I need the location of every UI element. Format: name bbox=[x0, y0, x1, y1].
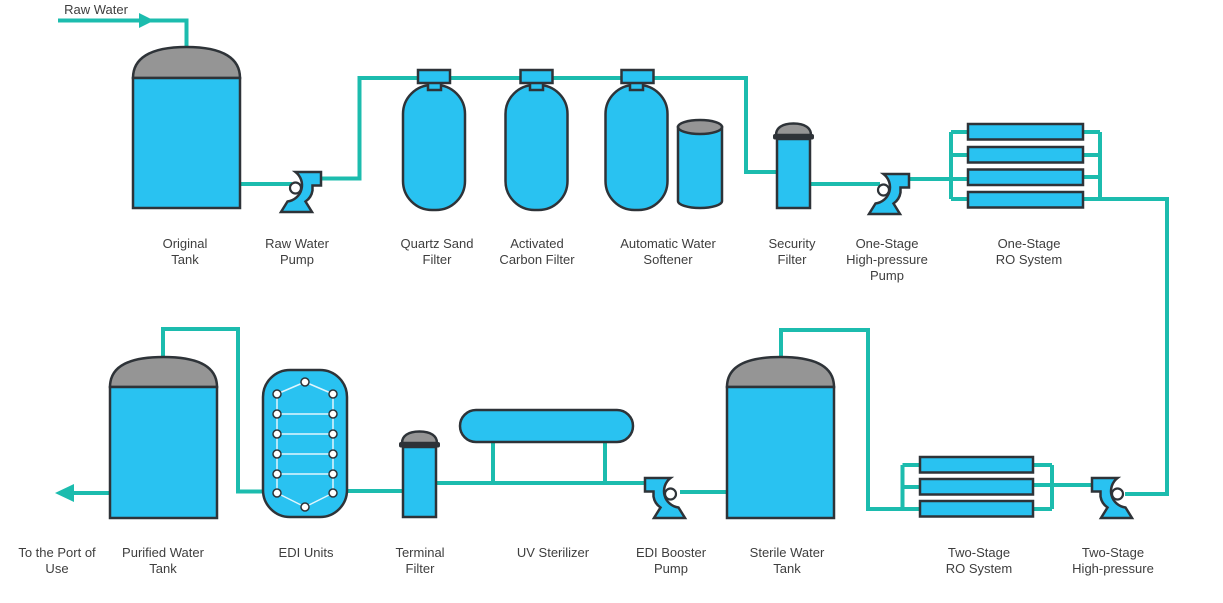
bottle-body bbox=[504, 83, 569, 212]
ro-membrane bbox=[966, 122, 1085, 141]
bottle-cap bbox=[620, 68, 655, 85]
label-edi-units: EDI Units bbox=[278, 545, 334, 560]
automatic-water-softener-icon bbox=[604, 68, 724, 212]
ro-membrane bbox=[918, 499, 1035, 518]
edi-node bbox=[328, 449, 338, 459]
edi-node bbox=[300, 377, 310, 387]
ro-membrane bbox=[966, 190, 1085, 209]
edi-booster-pump-icon bbox=[643, 476, 687, 520]
purified-water-tank-icon bbox=[108, 355, 219, 520]
tank-body bbox=[131, 76, 242, 210]
label-uv-sterilizer: UV Sterilizer bbox=[516, 545, 590, 560]
label-original-tank: Original Tank bbox=[162, 236, 208, 267]
pipe-ro1-outlet-down bbox=[1083, 197, 1169, 496]
edi-node bbox=[328, 409, 338, 419]
edi-cell-network bbox=[272, 377, 338, 512]
edi-node bbox=[272, 449, 282, 459]
label-security-filter: Security Filter bbox=[768, 236, 816, 267]
filter-cap bbox=[400, 430, 439, 445]
edi-node bbox=[272, 469, 282, 479]
two-stage-high-pressure-pump-icon bbox=[1090, 476, 1134, 520]
bottle-body bbox=[604, 83, 669, 212]
edi-node bbox=[328, 389, 338, 399]
uv-sterilizer-icon bbox=[458, 408, 635, 444]
one-stage-ro-system-icon bbox=[966, 122, 1085, 209]
edi-node bbox=[272, 429, 282, 439]
tank-dome bbox=[108, 355, 219, 389]
tank-dome bbox=[725, 355, 836, 389]
label-one-stage-high-pressure-pump: One-Stage High-pressure Pump bbox=[846, 236, 928, 283]
edi-node bbox=[272, 409, 282, 419]
filter-body bbox=[775, 137, 812, 210]
edi-units-icon bbox=[261, 368, 349, 519]
raw-water-arrow-icon bbox=[139, 13, 154, 28]
label-edi-booster-pump: EDI Booster Pump bbox=[635, 545, 707, 576]
pipe-edi-to-purified-tank bbox=[161, 327, 263, 494]
bottle-body bbox=[401, 83, 467, 212]
edi-node bbox=[300, 502, 310, 512]
label-raw-water-pump: Raw Water Pump bbox=[265, 236, 329, 267]
tank-body bbox=[108, 385, 219, 520]
filter-body bbox=[401, 445, 438, 519]
terminal-filter-icon bbox=[399, 430, 440, 519]
label-activated-carbon-filter: Activated Carbon Filter bbox=[499, 236, 575, 267]
brine-cylinder-body bbox=[676, 125, 724, 210]
port-of-use-arrow-icon bbox=[55, 484, 74, 502]
original-tank-icon bbox=[131, 45, 242, 210]
label-to-the-port-of-use: To the Port of Use bbox=[18, 545, 96, 576]
label-sterile-water-tank: Sterile Water Tank bbox=[749, 545, 825, 576]
filter-cap bbox=[774, 122, 813, 137]
edi-node bbox=[328, 488, 338, 498]
label-automatic-water-softener: Automatic Water Softener bbox=[620, 236, 716, 267]
ro-membrane bbox=[966, 168, 1085, 187]
edi-node bbox=[272, 389, 282, 399]
two-stage-ro-system-icon bbox=[918, 455, 1035, 518]
ro-membrane bbox=[966, 145, 1085, 164]
edi-node bbox=[272, 488, 282, 498]
edi-node bbox=[328, 469, 338, 479]
ro-membrane bbox=[918, 455, 1035, 474]
brine-cylinder-lid bbox=[676, 118, 724, 136]
quartz-sand-filter-icon bbox=[401, 68, 467, 212]
edi-vessel bbox=[261, 368, 349, 519]
edi-node bbox=[328, 429, 338, 439]
activated-carbon-filter-icon bbox=[504, 68, 569, 212]
security-filter-icon bbox=[773, 122, 814, 210]
ro-membrane bbox=[918, 477, 1035, 496]
bottle-cap bbox=[416, 68, 452, 85]
label-two-stage-high-pressure-pump: Two-Stage High-pressure bbox=[1072, 545, 1154, 576]
raw-water-annotation: Raw Water bbox=[64, 2, 128, 17]
bottle-cap bbox=[519, 68, 554, 85]
label-purified-water-tank: Purified Water Tank bbox=[122, 545, 204, 576]
sterile-water-tank-icon bbox=[725, 355, 836, 520]
label-terminal-filter: Terminal Filter bbox=[395, 545, 445, 576]
tank-body bbox=[725, 385, 836, 520]
one-stage-high-pressure-pump-icon bbox=[867, 172, 911, 216]
pipe-ro2-to-sterile-tank bbox=[779, 328, 920, 511]
label-quartz-sand-filter: Quartz Sand Filter bbox=[400, 236, 474, 267]
label-two-stage-ro-system: Two-Stage RO System bbox=[945, 545, 1013, 576]
label-one-stage-ro-system: One-Stage RO System bbox=[995, 236, 1063, 267]
raw-water-pump-icon bbox=[279, 170, 323, 214]
tank-dome bbox=[131, 45, 242, 80]
pipes bbox=[55, 13, 1169, 511]
